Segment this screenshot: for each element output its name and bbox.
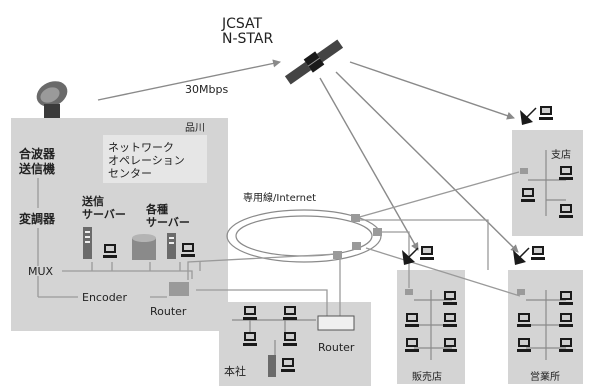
headquarters-label: 本社 <box>224 364 246 378</box>
pc-icon <box>521 188 535 202</box>
sales-store-devices <box>401 246 457 360</box>
pc-icon <box>281 358 295 372</box>
sales-office-devices <box>512 246 573 360</box>
pc-icon <box>559 291 573 305</box>
dish-icon <box>401 247 419 266</box>
dish-icon <box>519 107 537 126</box>
uplink-rate-label: 30Mbps <box>185 83 228 96</box>
noc-label-line1: ネットワーク <box>108 141 174 154</box>
branch-devices <box>519 106 573 218</box>
branch-label: 支店 <box>551 148 571 161</box>
encoder-label: Encoder <box>82 291 127 304</box>
junction-nodes <box>333 214 382 259</box>
pc-icon <box>443 338 457 352</box>
pc-icon <box>443 291 457 305</box>
pc-icon <box>420 246 434 260</box>
office-router <box>517 289 525 295</box>
pc-icon <box>405 313 419 327</box>
hub-wiring <box>37 178 201 298</box>
hq-router <box>317 315 355 331</box>
hub-name: 品川 <box>185 122 205 134</box>
pc-icon <box>443 313 457 327</box>
network-label: 専用線/Internet <box>243 191 316 204</box>
combiner-label-line2: 送信機 <box>18 161 55 176</box>
delivery-server-label-line1: 送信 <box>81 194 104 208</box>
hub-router-label: Router <box>150 305 187 318</box>
various-server-label-line1: 各種 <box>145 202 168 216</box>
pc-icon <box>559 166 573 180</box>
various-server-label-line2: サーバー <box>146 216 190 229</box>
headquarters-devices <box>232 306 316 377</box>
pc-icon <box>243 306 257 320</box>
hub-devices <box>83 227 195 260</box>
noc-panel <box>103 135 207 183</box>
hub-router <box>169 282 189 296</box>
pc-icon <box>243 332 257 346</box>
ground-station-dish-icon <box>36 81 68 118</box>
junction-4 <box>352 242 361 250</box>
satellite-label-line2: N-STAR <box>222 31 273 47</box>
pc-icon <box>531 246 545 260</box>
dish-icon <box>512 247 530 266</box>
mux-label: MUX <box>28 265 54 278</box>
store-router <box>405 289 413 295</box>
sales-office-label: 営業所 <box>530 370 560 383</box>
sales-store-label: 販売店 <box>412 370 442 383</box>
pc-icon <box>517 338 531 352</box>
wan-lines <box>187 171 521 320</box>
branch-router <box>520 168 528 174</box>
pc-icon <box>283 306 297 320</box>
pc-icon <box>283 332 297 346</box>
database-icon <box>132 238 156 260</box>
downlink-arrow-store <box>319 77 419 251</box>
server-tower-icon <box>167 233 176 259</box>
pc-icon <box>559 313 573 327</box>
delivery-server-label-line2: サーバー <box>82 208 126 221</box>
noc-label-line2: オペレーション <box>108 154 185 167</box>
pc-icon <box>539 106 553 120</box>
junction-2 <box>373 228 382 236</box>
junction-3 <box>333 251 342 259</box>
satellite-label-line1: JCSAT <box>221 16 263 32</box>
downlink-arrow-branch <box>349 61 515 120</box>
pc-icon <box>559 204 573 218</box>
pc-icon <box>517 313 531 327</box>
hub-building <box>11 118 228 331</box>
server-tower-icon <box>268 355 276 377</box>
hq-router-label: Router <box>318 341 355 354</box>
pc-icon <box>559 338 573 352</box>
satellite-icon <box>284 39 344 85</box>
modulator-label: 変調器 <box>19 211 56 226</box>
combiner-label-line1: 合波器 <box>19 146 56 161</box>
noc-label-line3: センター <box>108 167 152 180</box>
pc-icon <box>405 338 419 352</box>
junction-1 <box>351 214 360 222</box>
pc-icon <box>103 244 117 258</box>
uplink-arrow <box>97 59 281 101</box>
pc-icon <box>181 243 195 257</box>
branch-box <box>512 130 583 236</box>
downlink-arrow-office <box>335 71 519 253</box>
